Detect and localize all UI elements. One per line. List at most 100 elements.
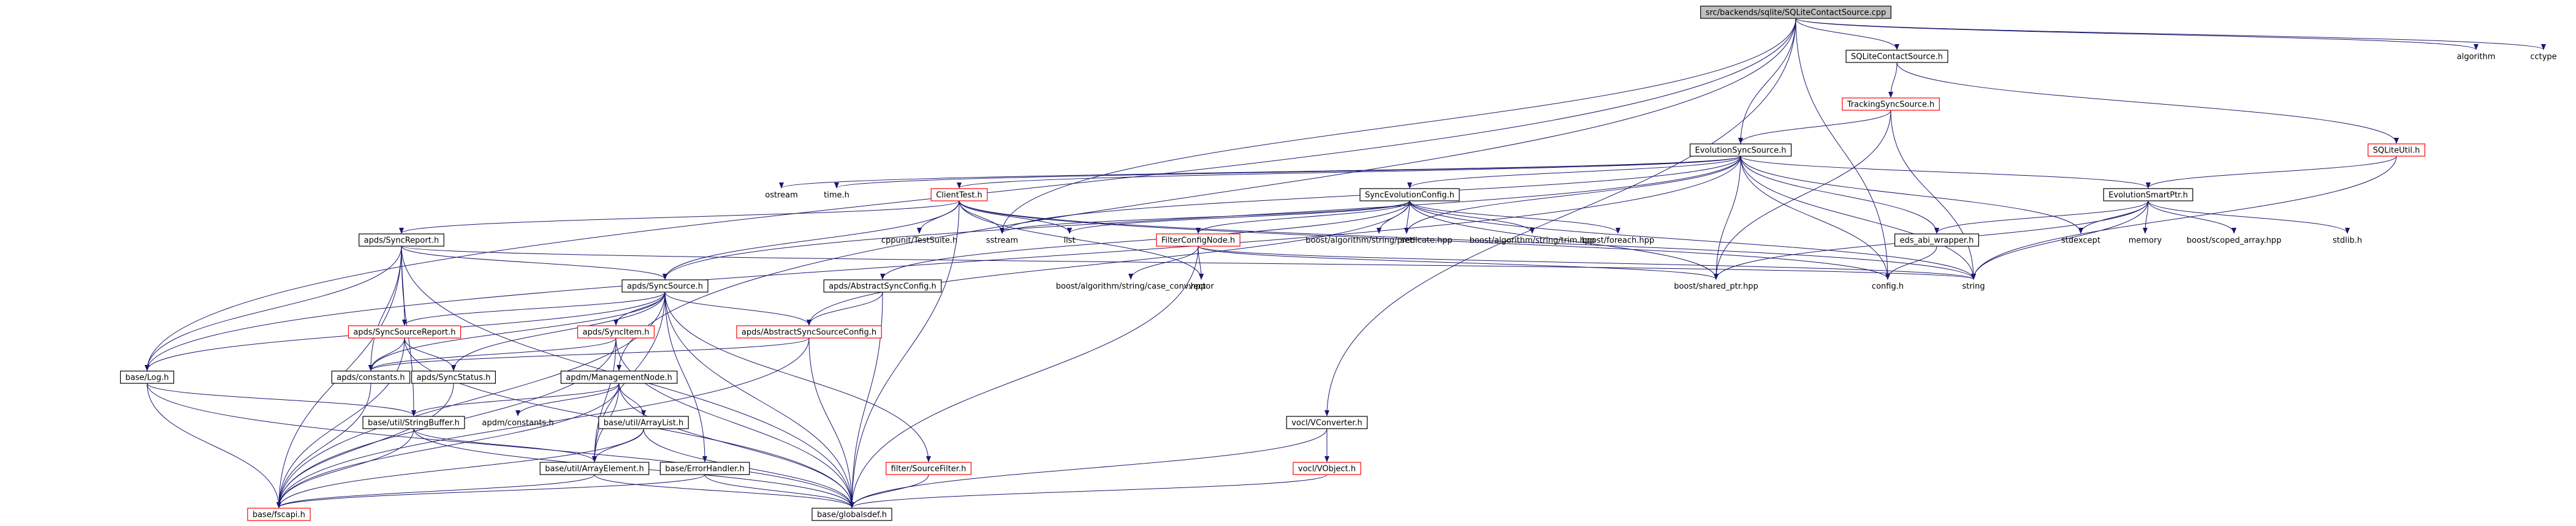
node-list[interactable]: list bbox=[1063, 236, 1075, 246]
node-label: apds/constants.h bbox=[336, 374, 405, 383]
node-box bbox=[1700, 6, 1891, 19]
node-box bbox=[1293, 462, 1361, 475]
node-label: base/globalsdef.h bbox=[817, 511, 887, 520]
node-config-h[interactable]: config.h bbox=[1872, 282, 1904, 291]
edge-root-to-config-h bbox=[1795, 18, 1890, 280]
node-ostream[interactable]: ostream bbox=[765, 191, 798, 200]
node-label: boost/algorithm/string/trim.hpp bbox=[1470, 236, 1595, 246]
node-vocl-vobject-h[interactable]: vocl/VObject.h bbox=[1293, 462, 1361, 475]
node-box bbox=[1689, 143, 1792, 157]
node-stdexcept[interactable]: stdexcept bbox=[2061, 236, 2100, 246]
node-base-util-arrayelement-h[interactable]: base/util/ArrayElement.h bbox=[539, 462, 650, 475]
node-base-util-stringbuffer-h[interactable]: base/util/StringBuffer.h bbox=[362, 416, 465, 429]
node-label: stdexcept bbox=[2061, 236, 2100, 246]
edge-apds-syncsource-h-to-apds-syncsourcereport-h bbox=[402, 291, 666, 326]
edge-eds-abi-wrapper-h-to-config-h bbox=[1885, 246, 1937, 280]
edge-apds-syncsource-h-to-apds-syncitem-h bbox=[614, 291, 666, 326]
edge-filterconfignode-h-to-string bbox=[1198, 246, 1976, 280]
node-apds-abstractsyncsourceconfig-h[interactable]: apds/AbstractSyncSourceConfig.h bbox=[736, 325, 882, 339]
edge-apds-syncreport-h-to-string bbox=[401, 246, 1976, 280]
node-string[interactable]: string bbox=[1962, 282, 1985, 291]
node-box bbox=[1359, 188, 1460, 201]
node-filterconfignode-h[interactable]: FilterConfigNode.h bbox=[1156, 233, 1241, 247]
edge-evolutionsyncsource-h-to-eds-abi-wrapper-h bbox=[1740, 156, 1939, 234]
node-box bbox=[736, 325, 882, 339]
node-apds-syncsourcereport-h[interactable]: apds/SyncSourceReport.h bbox=[348, 325, 462, 339]
node-filter-sourcefilter-h[interactable]: filter/SourceFilter.h bbox=[886, 462, 971, 475]
edge-root-to-algorithm bbox=[1795, 18, 2479, 50]
node-cctype[interactable]: cctype bbox=[2530, 53, 2556, 62]
node-apds-syncstatus-h[interactable]: apds/SyncStatus.h bbox=[411, 370, 496, 384]
node-case-conv-hpp[interactable]: boost/algorithm/string/case_conv.hpp bbox=[1056, 282, 1206, 291]
node-box bbox=[886, 462, 971, 475]
node-root[interactable]: src/backends/sqlite/SQLiteContactSource.… bbox=[1700, 6, 1891, 19]
edge-clienttest-h-to-base-globalsdef-h bbox=[849, 200, 960, 508]
node-stdlib-h[interactable]: stdlib.h bbox=[2333, 236, 2362, 246]
node-base-fscapi-h[interactable]: base/fscapi.h bbox=[247, 508, 311, 521]
node-cppunit-testsuite-h[interactable]: cppunit/TestSuite.h bbox=[881, 236, 957, 246]
edge-evolutionsyncsource-h-to-base-log-h bbox=[145, 156, 1741, 371]
node-label: boost/algorithm/string/case_conv.hpp bbox=[1056, 282, 1206, 291]
node-base-log-h[interactable]: base/Log.h bbox=[120, 370, 175, 384]
node-box bbox=[577, 325, 655, 339]
edge-apds-abstractsyncsourceconfig-h-to-base-fscapi-h bbox=[276, 337, 810, 508]
edge-apds-abstractsyncsourceconfig-h-to-base-globalsdef-h bbox=[808, 337, 854, 508]
edge-apds-syncsource-h-to-apds-constants-h bbox=[368, 291, 666, 371]
node-label: sstream bbox=[986, 236, 1018, 246]
node-trim-hpp[interactable]: boost/algorithm/string/trim.hpp bbox=[1470, 236, 1595, 246]
node-trackingsyncsource-h[interactable]: TrackingSyncSource.h bbox=[1842, 97, 1940, 111]
node-foreach-hpp[interactable]: boost/foreach.hpp bbox=[1582, 236, 1654, 246]
edge-apds-syncsource-h-to-filter-sourcefilter-h bbox=[664, 291, 931, 462]
node-apds-syncitem-h[interactable]: apds/SyncItem.h bbox=[577, 325, 655, 339]
node-time-h[interactable]: time.h bbox=[824, 191, 849, 200]
node-label: base/util/ArrayElement.h bbox=[545, 465, 644, 474]
edge-apds-abstractsyncconfig-h-to-apds-abstractsyncsourceconfig-h bbox=[807, 291, 883, 326]
node-evolutionsyncsource-h[interactable]: EvolutionSyncSource.h bbox=[1689, 143, 1792, 157]
node-apdm-constants-h[interactable]: apdm/constants.h bbox=[482, 419, 553, 428]
node-predicate-hpp[interactable]: boost/algorithm/string/predicate.hpp bbox=[1305, 236, 1452, 246]
node-sstream[interactable]: sstream bbox=[986, 236, 1018, 246]
node-label: base/fscapi.h bbox=[253, 511, 305, 520]
node-evolutionsmartptr-h[interactable]: EvolutionSmartPtr.h bbox=[2103, 188, 2194, 201]
node-sqliteutil-h[interactable]: SQLiteUtil.h bbox=[2368, 143, 2425, 157]
node-label: apds/AbstractSyncSourceConfig.h bbox=[742, 328, 876, 337]
edge-base-util-arrayelement-h-to-base-globalsdef-h bbox=[594, 474, 854, 508]
node-label: base/util/StringBuffer.h bbox=[368, 419, 460, 428]
edge-base-log-h-to-base-fscapi-h bbox=[146, 383, 281, 508]
node-base-errorhandler-h[interactable]: base/ErrorHandler.h bbox=[659, 462, 750, 475]
edge-apds-syncreport-h-to-apds-syncsource-h bbox=[401, 246, 667, 280]
node-apdm-managementnode-h[interactable]: apdm/ManagementNode.h bbox=[560, 370, 678, 384]
edge-base-log-h-to-base-globalsdef-h bbox=[146, 383, 854, 508]
node-base-globalsdef-h[interactable]: base/globalsdef.h bbox=[811, 508, 892, 521]
edge-evolutionsyncsource-h-to-string bbox=[1740, 156, 1976, 280]
node-eds-abi-wrapper-h[interactable]: eds_abi_wrapper.h bbox=[1894, 233, 1980, 247]
node-apds-abstractsyncconfig-h[interactable]: apds/AbstractSyncConfig.h bbox=[823, 279, 942, 293]
node-apds-syncreport-h[interactable]: apds/SyncReport.h bbox=[359, 233, 444, 247]
node-sqlitecontactsource-h[interactable]: SQLiteContactSource.h bbox=[1845, 50, 1948, 63]
node-scoped-array-hpp[interactable]: boost/scoped_array.hpp bbox=[2187, 236, 2281, 246]
edge-clienttest-h-to-apds-syncreport-h bbox=[399, 200, 960, 234]
node-clienttest-h[interactable]: ClientTest.h bbox=[930, 188, 988, 201]
node-label: stdlib.h bbox=[2333, 236, 2362, 246]
node-set[interactable]: set bbox=[1400, 236, 1413, 246]
node-vocl-vconverter-h[interactable]: vocl/VConverter.h bbox=[1286, 416, 1368, 429]
node-syncevolutionconfig-h[interactable]: SyncEvolutionConfig.h bbox=[1359, 188, 1460, 201]
node-box bbox=[1845, 50, 1948, 63]
edge-evolutionsyncsource-h-to-clienttest-h bbox=[957, 156, 1741, 189]
node-label: apds/AbstractSyncConfig.h bbox=[829, 282, 937, 291]
edge-evolutionsyncsource-h-to-config-h bbox=[1740, 156, 1890, 280]
edge-apds-syncitem-h-to-apds-constants-h bbox=[368, 337, 617, 371]
node-shared-ptr-hpp[interactable]: boost/shared_ptr.hpp bbox=[1674, 282, 1758, 291]
edge-apds-syncreport-h-to-base-log-h bbox=[145, 246, 402, 371]
node-label: apds/SyncReport.h bbox=[364, 236, 439, 246]
node-apds-syncsource-h[interactable]: apds/SyncSource.h bbox=[621, 279, 709, 293]
node-base-util-arraylist-h[interactable]: base/util/ArrayList.h bbox=[598, 416, 689, 429]
node-memory[interactable]: memory bbox=[2129, 236, 2162, 246]
node-algorithm[interactable]: algorithm bbox=[2457, 53, 2496, 62]
node-label: EvolutionSmartPtr.h bbox=[2108, 191, 2187, 200]
edge-syncevolutionconfig-h-to-set bbox=[1404, 200, 1410, 234]
node-vector[interactable]: vector bbox=[1188, 282, 1214, 291]
edge-syncevolutionconfig-h-to-apds-abstractsyncconfig-h bbox=[880, 200, 1410, 280]
node-apds-constants-h[interactable]: apds/constants.h bbox=[331, 370, 411, 384]
node-label: apdm/ManagementNode.h bbox=[566, 374, 672, 383]
